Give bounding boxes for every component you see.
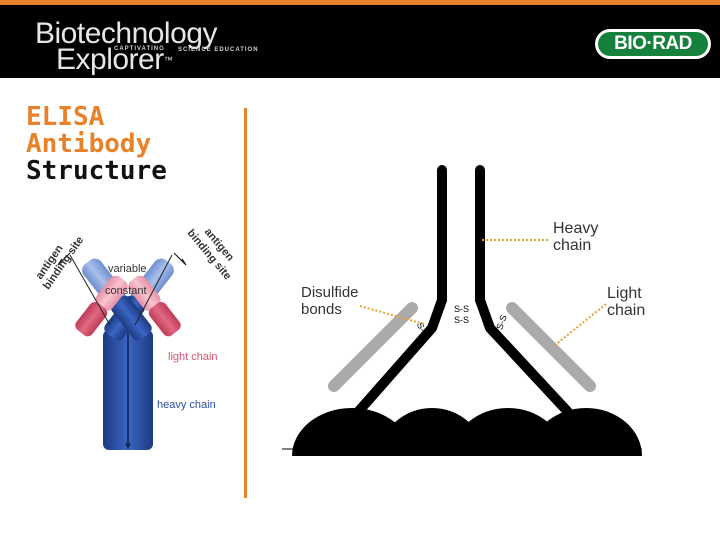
heavy-chain-leg-left: [353, 295, 447, 417]
light-chain-right: [128, 275, 181, 337]
brand-tagline-b: SCIENCE EDUCATION: [178, 47, 259, 53]
label-light-chain: light chain: [168, 351, 218, 363]
vertical-divider: [244, 108, 247, 498]
label-constant: constant: [105, 285, 147, 297]
label-variable: variable: [108, 263, 147, 275]
header-accent-strip: [0, 0, 720, 5]
light-chain-left: [75, 275, 128, 337]
callout-disulfide-bonds: Disulfide bonds: [301, 284, 359, 318]
label-heavy-chain: heavy chain: [157, 399, 216, 411]
variable-bracket-right: [134, 254, 173, 326]
brand-name-line2: Explorer™: [56, 43, 173, 76]
leader-disulfide: [359, 305, 425, 325]
bio-rad-logo-text: BIO·RAD: [598, 32, 708, 56]
callout-light-chain: Light chain: [607, 285, 645, 319]
brand-name-line1: Biotechnology: [35, 17, 217, 50]
leader-light-chain: [553, 303, 607, 347]
trademark-mark: ™: [163, 55, 173, 65]
disulfide-bond-center-1: S-S: [454, 304, 469, 314]
antibody-structure-diagram: antigen binding site antigen binding sit…: [33, 226, 236, 450]
callout-heavy-line2: chain: [553, 237, 592, 254]
bio-rad-logo: BIO·RAD: [595, 29, 711, 59]
callout-light-line1: Light: [607, 285, 642, 302]
antigen-site-arrow-left: [57, 252, 71, 266]
callout-disulfide-line2: bonds: [301, 301, 342, 318]
slide-title-line3: Structure: [26, 156, 167, 186]
callout-disulfide-line1: Disulfide: [301, 284, 359, 301]
antigen-site-arrow-right: [173, 252, 187, 266]
dome-4: [530, 408, 642, 456]
stem-arrow-icon: [125, 442, 131, 450]
light-chain-right: [506, 302, 596, 392]
disulfide-bond-right: S-S: [494, 313, 509, 331]
light-chain-left: [328, 302, 418, 392]
slide-title-line2: Antibody: [26, 129, 152, 159]
heavy-chain-leg-right: [475, 295, 573, 417]
disulfide-bond-center-2: S-S: [454, 315, 469, 325]
header-bar: Biotechnology Explorer™ CAPTIVATING SCIE…: [0, 0, 720, 78]
callout-heavy-line1: Heavy: [553, 220, 599, 237]
variable-bracket-left: [69, 254, 111, 326]
brand-tagline-a: CAPTIVATING: [114, 46, 165, 52]
antibody-schematic-diagram: S-S S-S S-S S-S: [282, 165, 642, 456]
callout-heavy-chain: Heavy chain: [553, 220, 598, 254]
callout-light-line2: chain: [607, 302, 646, 319]
slide-title-line1: ELISA: [26, 102, 105, 132]
